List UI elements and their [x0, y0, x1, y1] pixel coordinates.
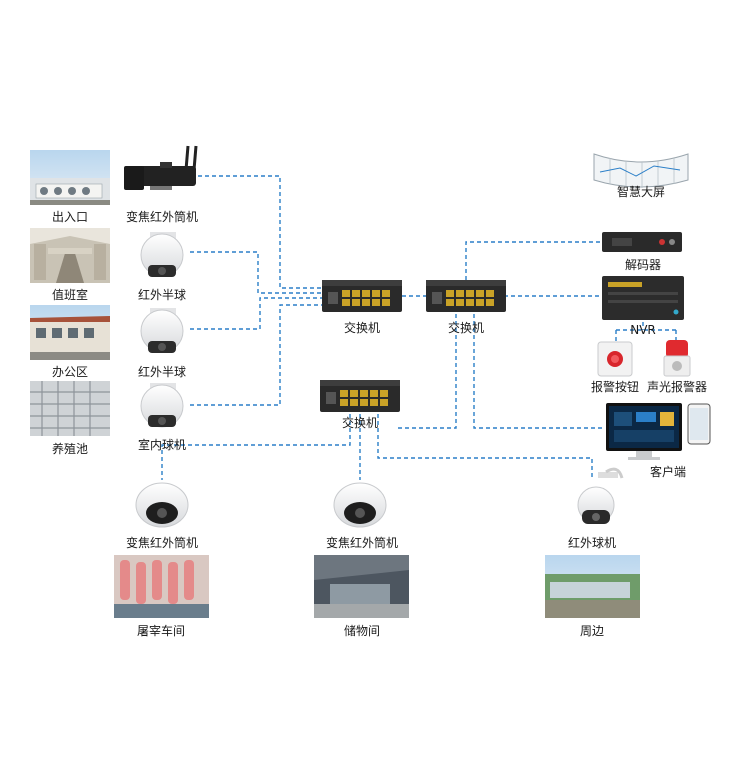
label-zoom-ir-bullet: 变焦红外筒机 [125, 210, 199, 224]
label-smart-screen: 智慧大屏 [616, 185, 666, 199]
client-icon [606, 403, 711, 460]
link-nvr-alarms [615, 322, 677, 342]
label-ir-speed-dome: 红外球机 [567, 536, 617, 550]
label-entrance: 出入口 [51, 210, 89, 224]
switch-icon-1 [322, 280, 402, 312]
ir-speed-dome-camera-icon [577, 467, 624, 524]
label-slaughter-room: 屠宰车间 [136, 624, 186, 638]
sound-light-alarm-icon [663, 340, 691, 377]
link-switch3-bullet2 [161, 414, 351, 480]
label-nvr: NVR [630, 323, 656, 337]
label-zoom-ir-bullet-2: 变焦红外筒机 [125, 536, 199, 550]
connection-lines [161, 175, 677, 480]
photo-office [30, 305, 110, 360]
link-switch3-speeddome [377, 414, 593, 478]
link-switch2-decoder [465, 241, 602, 280]
label-alarm-button: 报警按钮 [590, 380, 640, 394]
photo-slaughter-room [114, 555, 209, 618]
ir-dome-camera-icon-2 [140, 308, 184, 353]
photo-storage-room [314, 555, 409, 618]
label-sound-light-alarm: 声光报警器 [646, 380, 708, 394]
label-indoor-dome: 室内球机 [137, 438, 187, 452]
zoom-bullet-camera-icon-2 [135, 482, 189, 528]
label-decoder: 解码器 [624, 258, 662, 272]
link-switch2-client [473, 314, 605, 429]
link-switch2-switch3 [398, 314, 457, 429]
switch-icon-2 [426, 280, 506, 312]
label-switch-3: 交换机 [341, 416, 379, 430]
switch-icon-3 [320, 380, 400, 412]
photo-perimeter [545, 555, 640, 618]
alarm-button-icon [597, 341, 633, 377]
zoom-bullet-camera-icon-3 [333, 482, 387, 528]
label-breeding-pool: 养殖池 [51, 442, 89, 456]
link-indoor-switch1 [190, 304, 322, 406]
link-bullet-switch1 [198, 175, 322, 289]
label-ir-dome-1: 红外半球 [137, 288, 187, 302]
link-dome1-switch1 [190, 251, 322, 294]
decoder-icon [602, 232, 682, 252]
label-office: 办公区 [51, 365, 89, 379]
bullet-camera-icon [124, 145, 198, 190]
label-client: 客户端 [649, 465, 687, 479]
ir-dome-camera-icon-1 [140, 232, 184, 277]
nvr-icon [602, 276, 684, 320]
photo-duty-room [30, 228, 110, 283]
indoor-dome-camera-icon [140, 383, 184, 428]
photo-entrance [30, 150, 110, 205]
label-duty-room: 值班室 [51, 288, 89, 302]
label-storage-room: 储物间 [343, 624, 381, 638]
photo-breeding-pool [30, 381, 110, 436]
label-zoom-ir-bullet-3: 变焦红外筒机 [325, 536, 399, 550]
link-dome2-switch1 [190, 297, 322, 330]
smart-screen-icon [593, 153, 689, 188]
label-perimeter: 周边 [579, 624, 605, 638]
label-ir-dome-2: 红外半球 [137, 365, 187, 379]
label-switch-2: 交换机 [447, 321, 485, 335]
label-switch-1: 交换机 [343, 321, 381, 335]
